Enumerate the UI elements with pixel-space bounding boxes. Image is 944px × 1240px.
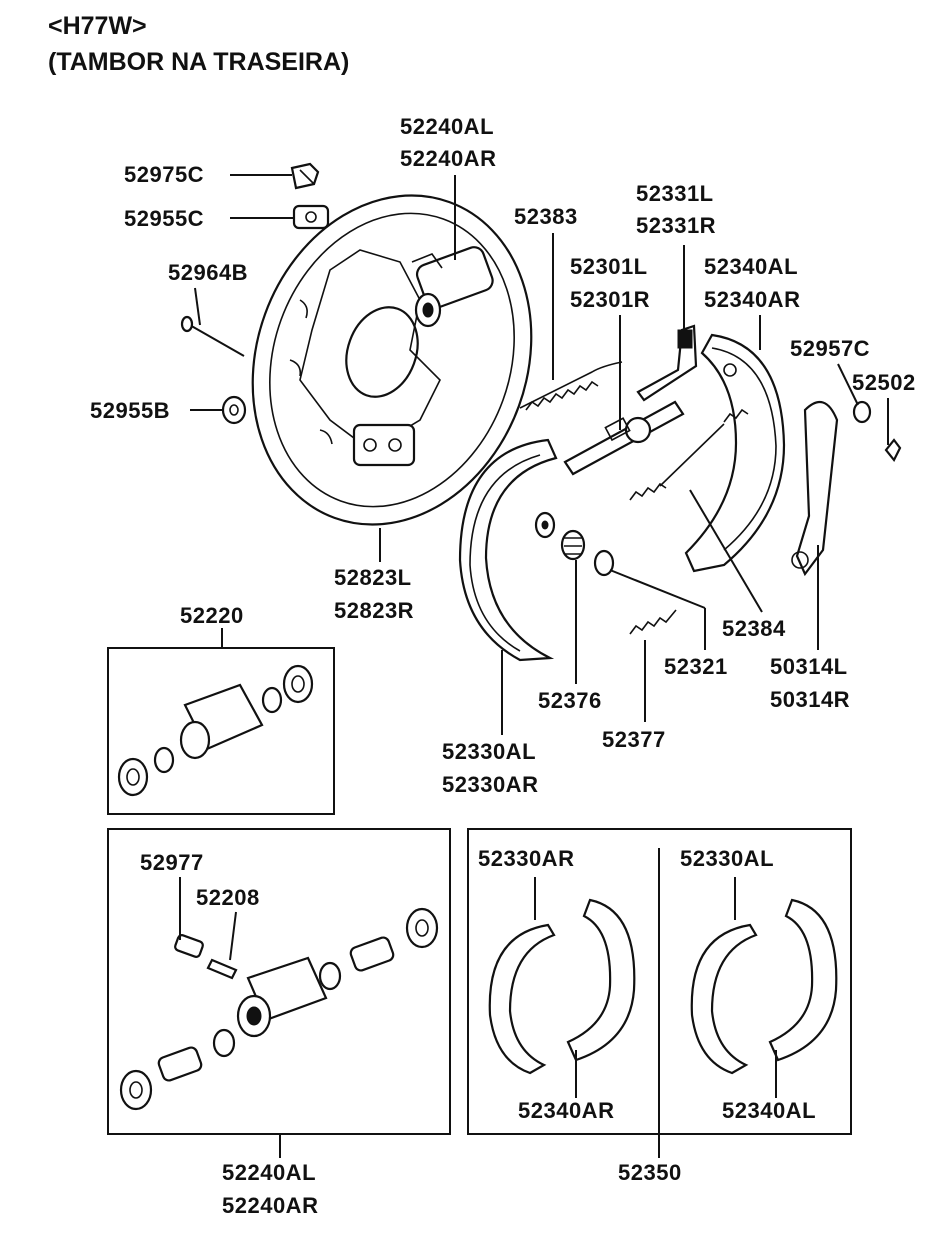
upper-spring xyxy=(519,361,623,411)
washer-52957c xyxy=(852,400,872,424)
label-52301r: 52301R xyxy=(570,287,651,312)
label-kit-52330al: 52330AL xyxy=(680,846,775,871)
label-52301l: 52301L xyxy=(570,254,648,279)
label-52957c: 52957C xyxy=(790,336,871,361)
label-52340ar: 52340AR xyxy=(704,287,801,312)
adjuster-lever xyxy=(636,324,698,402)
label-52350: 52350 xyxy=(618,1160,682,1185)
clip-52502 xyxy=(884,438,902,463)
label-52240al-bottom: 52240AL xyxy=(222,1160,317,1185)
leader-lines xyxy=(190,174,889,735)
label-52823l: 52823L xyxy=(334,565,412,590)
label-52823r: 52823R xyxy=(334,598,415,623)
label-kit-52330ar: 52330AR xyxy=(478,846,575,871)
label-kit-52340ar: 52340AR xyxy=(518,1098,615,1123)
parking-brake-lever xyxy=(791,400,839,577)
bleeder-cap xyxy=(292,204,330,230)
label-52240al-top: 52240AL xyxy=(400,114,495,139)
lower-spring xyxy=(629,408,749,501)
label-50314l: 50314L xyxy=(770,654,848,679)
nut-52955b xyxy=(221,395,247,425)
label-52321: 52321 xyxy=(664,654,728,679)
hold-down-spring xyxy=(560,529,586,561)
label-52340al: 52340AL xyxy=(704,254,799,279)
wheel-cylinder-assembly xyxy=(119,907,439,1111)
label-52955b: 52955B xyxy=(90,398,171,423)
label-52220: 52220 xyxy=(180,603,244,628)
shoe-kit-left xyxy=(488,877,636,1098)
wheel-cylinder-kit-52220 xyxy=(117,664,314,797)
label-52964b: 52964B xyxy=(168,260,249,285)
shoe-spring-52377 xyxy=(629,609,677,635)
label-52208: 52208 xyxy=(196,885,260,910)
adjuster xyxy=(563,400,685,476)
label-52331l: 52331L xyxy=(636,181,714,206)
bolt-52964b xyxy=(180,315,245,357)
label-52384: 52384 xyxy=(722,616,786,641)
shoe-kit-right xyxy=(690,877,838,1098)
diagram-subtitle: (TAMBOR NA TRASEIRA) xyxy=(48,48,350,76)
label-52502: 52502 xyxy=(852,370,916,395)
label-52955c: 52955C xyxy=(124,206,205,231)
label-kit-52340al: 52340AL xyxy=(722,1098,817,1123)
model-code: <H77W> xyxy=(48,12,147,40)
hold-down-cup-2 xyxy=(593,549,615,577)
label-52240ar-top: 52240AR xyxy=(400,146,497,171)
label-50314r: 50314R xyxy=(770,687,851,712)
label-52376: 52376 xyxy=(538,688,602,713)
label-52377: 52377 xyxy=(602,727,666,752)
leader-lines-lower xyxy=(179,877,281,1158)
label-52330ar: 52330AR xyxy=(442,772,539,797)
label-52331r: 52331R xyxy=(636,213,717,238)
label-52975c: 52975C xyxy=(124,162,205,187)
label-52383: 52383 xyxy=(514,204,578,229)
hold-down-cup xyxy=(534,511,556,539)
label-52240ar-bottom: 52240AR xyxy=(222,1193,319,1218)
label-52330al: 52330AL xyxy=(442,739,537,764)
wheel-cylinder-top xyxy=(411,246,494,328)
label-52977: 52977 xyxy=(140,850,204,875)
box-52220 xyxy=(107,647,335,815)
bleeder-screw xyxy=(290,162,320,190)
left-brake-shoe xyxy=(458,438,558,662)
right-brake-shoe xyxy=(684,333,786,573)
